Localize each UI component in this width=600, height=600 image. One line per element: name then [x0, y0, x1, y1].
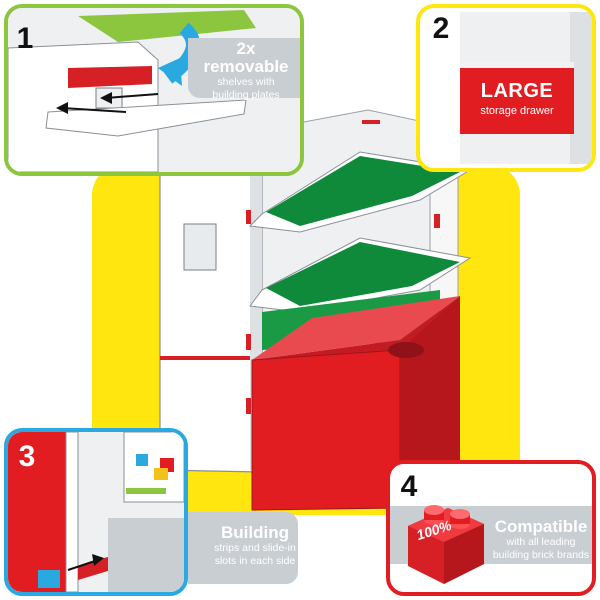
callout-number-1: 1: [16, 22, 34, 55]
callout-panel-compatible: [386, 460, 596, 596]
building-subtitle-line-1: strips and slide-in: [214, 542, 296, 554]
callout-number-4: 4: [400, 470, 418, 503]
compatible-title: Compatible: [494, 517, 588, 536]
callout-panel-building-strips: [4, 428, 188, 596]
drawer-label-card: LARGE storage drawer: [460, 62, 574, 134]
shelves-label-bg: [188, 38, 300, 98]
drawer-title: LARGE: [480, 80, 554, 102]
shelves-subtitle-line-1: shelves with: [217, 76, 275, 88]
compatible-subtitle-line-2: building brick brands: [492, 549, 590, 561]
callout-number-3: 3: [18, 440, 36, 473]
building-title: Building: [221, 523, 289, 542]
callout-panel-shelves: [4, 4, 304, 176]
shelves-subtitle-line-2: building plates: [212, 89, 280, 101]
building-label-extension: [188, 512, 298, 584]
compatible-label: Compatible with all leading building bri…: [486, 518, 596, 562]
building-subtitle-line-2: slots in each side: [214, 555, 296, 567]
shelves-title: 2x removable: [203, 39, 289, 76]
building-label: Building strips and slide-in slots in ea…: [200, 524, 310, 568]
compatible-subtitle-line-1: with all leading: [506, 536, 576, 548]
shelves-label: 2x removable shelves with building plate…: [192, 40, 300, 102]
shelf-removal-illustration: [8, 8, 300, 172]
drawer-side-edge: [570, 12, 592, 164]
drawer-subtitle: storage drawer: [480, 105, 554, 117]
brick-100-icon: [408, 505, 484, 584]
building-label-bg: [108, 518, 184, 592]
callout-number-2: 2: [432, 12, 450, 45]
